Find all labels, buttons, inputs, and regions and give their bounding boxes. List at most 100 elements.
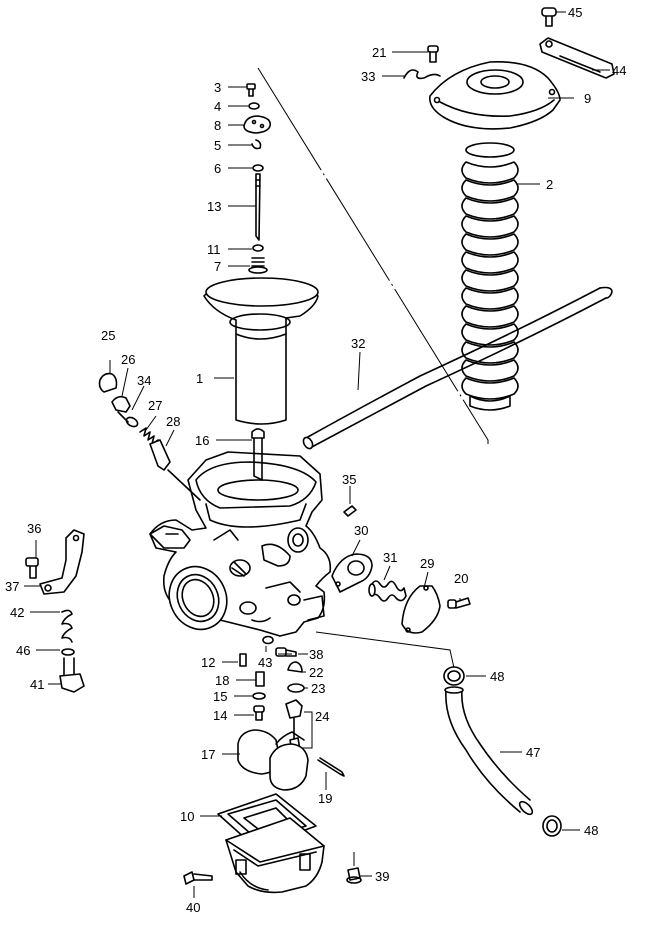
o-ring-23 xyxy=(287,683,305,693)
callout-34: 34 xyxy=(137,373,151,388)
callout-16: 16 xyxy=(195,433,209,448)
callout-30: 30 xyxy=(354,523,368,538)
screw-14 xyxy=(253,705,265,721)
callout-44: 44 xyxy=(612,63,626,78)
callout-14: 14 xyxy=(213,708,227,723)
callout-13: 13 xyxy=(207,199,221,214)
callout-22: 22 xyxy=(309,665,323,680)
spring-seat-7 xyxy=(248,257,268,274)
callout-40: 40 xyxy=(186,900,200,915)
callout-24: 24 xyxy=(315,709,329,724)
washer-15 xyxy=(252,692,266,700)
jet-needle-13 xyxy=(255,173,261,241)
callout-41: 41 xyxy=(30,677,44,692)
callout-32: 32 xyxy=(351,336,365,351)
callout-5: 5 xyxy=(214,138,221,153)
callout-29: 29 xyxy=(420,556,434,571)
callout-6: 6 xyxy=(214,161,221,176)
callout-19: 19 xyxy=(318,791,332,806)
callout-15: 15 xyxy=(213,689,227,704)
screw-41 xyxy=(59,657,85,693)
screw-39 xyxy=(346,867,362,884)
callout-31: 31 xyxy=(383,550,397,565)
callout-9: 9 xyxy=(584,91,591,106)
callout-labels: 1 2 3 4 5 6 7 8 9 10 11 12 13 14 15 16 1… xyxy=(5,5,626,915)
drain-screw-40 xyxy=(183,871,213,885)
screw-21 xyxy=(427,45,439,63)
callout-20: 20 xyxy=(454,571,468,586)
accelerator-pump-cover-29 xyxy=(401,585,441,634)
callout-leaders xyxy=(24,11,610,898)
retainer-plate-8 xyxy=(243,115,272,134)
callout-48-bottom: 48 xyxy=(584,823,598,838)
callout-47: 47 xyxy=(526,745,540,760)
ring-6 xyxy=(252,164,264,172)
callout-37: 37 xyxy=(5,579,19,594)
float-bowl xyxy=(225,817,325,894)
pilot-screw-28 xyxy=(149,439,201,501)
o-ring-34 xyxy=(125,416,139,428)
callout-23: 23 xyxy=(311,681,325,696)
pin-12 xyxy=(239,653,247,667)
vent-hose-32 xyxy=(302,286,613,450)
throttle-lever-37 xyxy=(39,529,85,595)
screw-3 xyxy=(246,83,256,97)
screw-20 xyxy=(447,597,471,609)
clip-5 xyxy=(251,139,262,150)
callout-8: 8 xyxy=(214,118,221,133)
bracket-44 xyxy=(539,37,615,79)
jet-22 xyxy=(287,661,303,673)
callout-4: 4 xyxy=(214,99,221,114)
assembly-reference-line xyxy=(257,67,489,444)
pin-35 xyxy=(343,505,357,517)
spring-clip-33 xyxy=(403,69,441,80)
callout-12: 12 xyxy=(201,655,215,670)
callout-1: 1 xyxy=(196,371,203,386)
spring-42 xyxy=(61,609,73,643)
callout-48-top: 48 xyxy=(490,669,504,684)
callout-27: 27 xyxy=(148,398,162,413)
callout-38: 38 xyxy=(309,647,323,662)
callout-21: 21 xyxy=(372,45,386,60)
callout-7: 7 xyxy=(214,259,221,274)
ring-11 xyxy=(252,244,264,252)
washer-46 xyxy=(61,648,75,656)
screw-18 xyxy=(255,671,265,687)
screw-36 xyxy=(25,557,39,579)
carburetor-body xyxy=(149,451,332,637)
fuel-hose-47 xyxy=(444,686,534,816)
callout-43: 43 xyxy=(258,655,272,670)
callout-36: 36 xyxy=(27,521,41,536)
screw-45 xyxy=(541,7,557,27)
washer-4 xyxy=(248,102,260,110)
float-17 xyxy=(237,729,309,791)
callout-45: 45 xyxy=(568,5,582,20)
screw-38 xyxy=(275,647,297,657)
hose-clamp-48-top xyxy=(443,666,465,686)
callout-39: 39 xyxy=(375,869,389,884)
piston-valve-1 xyxy=(203,277,319,425)
callout-46: 46 xyxy=(16,643,30,658)
callout-18: 18 xyxy=(215,673,229,688)
callout-10: 10 xyxy=(180,809,194,824)
vacuum-diaphragm-bellows xyxy=(461,142,519,411)
starter-plunger-16 xyxy=(251,428,265,481)
washer-43 xyxy=(262,635,274,645)
cap-25 xyxy=(98,372,118,393)
callout-28: 28 xyxy=(166,414,180,429)
spring-31 xyxy=(368,580,407,602)
callout-3: 3 xyxy=(214,80,221,95)
callout-11: 11 xyxy=(207,242,221,257)
callout-2: 2 xyxy=(546,177,553,192)
float-pin-19 xyxy=(317,757,345,777)
callout-25: 25 xyxy=(101,328,115,343)
fuel-line-reference xyxy=(315,631,455,669)
callout-26: 26 xyxy=(121,352,135,367)
callout-35: 35 xyxy=(342,472,356,487)
hose-clamp-48-bottom xyxy=(542,815,562,837)
callout-17: 17 xyxy=(201,747,215,762)
cover-30 xyxy=(331,553,373,593)
callout-33: 33 xyxy=(361,69,375,84)
carburetor-top-cover xyxy=(428,61,561,130)
